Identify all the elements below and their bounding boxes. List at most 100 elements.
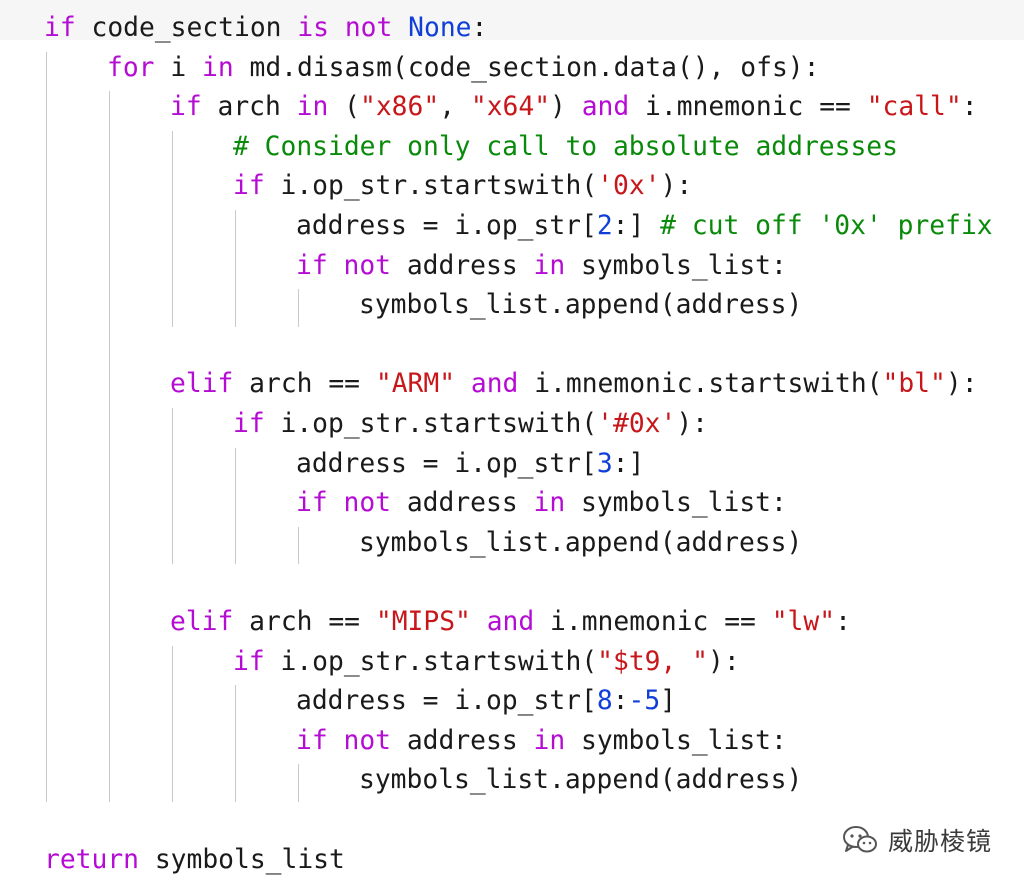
code-line: if code_section is not None: xyxy=(44,8,487,48)
code-token: "x86" xyxy=(360,92,440,123)
indent-guide xyxy=(172,408,173,565)
indent-guide xyxy=(46,51,47,802)
code-token: symbols_list.append(address) xyxy=(359,527,803,558)
code-line: for i in md.disasm(code_section.data(), … xyxy=(107,48,819,88)
code-token: is not xyxy=(297,13,393,43)
code-token: "x64" xyxy=(470,92,551,123)
code-token: arch xyxy=(233,607,329,637)
code-token: "$t9, " xyxy=(597,646,708,677)
code-token: == xyxy=(724,607,756,637)
code-token: address = i.op_str[ xyxy=(296,211,597,241)
code-token: ): xyxy=(660,171,693,202)
code-token: i.op_str.startswith( xyxy=(264,409,598,439)
code-token xyxy=(471,607,487,637)
code-token: ] xyxy=(660,686,677,717)
code-token: '0x' xyxy=(597,171,661,202)
indent-guide xyxy=(109,91,110,802)
code-token: ): xyxy=(945,369,978,400)
code-token: 8 xyxy=(596,686,613,717)
watermark-text: 威胁棱镜 xyxy=(888,827,993,856)
code-token: symbols_list: xyxy=(565,250,787,281)
code-token: address xyxy=(391,250,534,281)
code-token: 2 xyxy=(596,211,613,241)
code-token: and xyxy=(581,92,630,123)
code-token: symbols_list xyxy=(139,844,345,875)
indent-guide xyxy=(235,210,236,327)
code-token: if xyxy=(44,13,76,43)
code-token: arch xyxy=(201,92,297,123)
code-token: ): xyxy=(707,646,740,677)
code-token: i.mnemonic xyxy=(534,607,725,637)
code-token: "bl" xyxy=(882,369,946,400)
code-line: elif arch == "ARM" and i.mnemonic.starts… xyxy=(170,364,978,404)
code-token: for xyxy=(107,52,155,83)
indent-guide xyxy=(172,130,173,327)
code-token: symbols_list: xyxy=(565,488,787,519)
indent-guide xyxy=(172,645,173,802)
code-token: elif xyxy=(170,369,234,400)
code-token: "call" xyxy=(866,92,962,123)
wechat-icon xyxy=(843,826,877,853)
code-token: and xyxy=(486,607,535,637)
code-token: i.mnemonic.startswith( xyxy=(518,369,883,400)
code-token: :] xyxy=(612,211,661,241)
code-line: if not address in symbols_list: xyxy=(296,721,787,761)
code-token: == xyxy=(328,607,361,637)
code-token: address xyxy=(391,488,534,519)
code-token: if not xyxy=(296,488,391,519)
code-token: symbols_list: xyxy=(565,725,787,756)
code-token xyxy=(360,369,376,399)
code-token: == xyxy=(819,92,851,123)
code-token: None xyxy=(408,13,472,43)
code-line: elif arch == "MIPS" and i.mnemonic == "l… xyxy=(170,602,851,642)
code-line: if not address in symbols_list: xyxy=(296,483,787,523)
code-token: if xyxy=(233,171,265,202)
code-token xyxy=(851,92,867,122)
code-token xyxy=(360,607,376,637)
code-token: ( xyxy=(328,92,361,123)
code-token: if not xyxy=(296,250,391,281)
editor-top-strip xyxy=(0,0,1024,40)
code-token: address = i.op_str[ xyxy=(296,686,597,717)
code-token: i.op_str.startswith( xyxy=(264,646,598,677)
code-token: : xyxy=(961,92,978,123)
code-line: if i.op_str.startswith('#0x'): xyxy=(233,404,708,444)
indent-guide xyxy=(235,447,236,565)
code-line: if i.op_str.startswith("$t9, "): xyxy=(233,642,740,682)
code-token: if xyxy=(170,92,202,123)
code-line: if i.op_str.startswith('0x'): xyxy=(233,166,692,206)
code-token: i.op_str.startswith( xyxy=(264,171,598,202)
code-token xyxy=(455,369,471,399)
watermark: 威胁棱镜 xyxy=(842,818,992,862)
code-line: symbols_list.append(address) xyxy=(359,285,802,325)
code-token: == xyxy=(328,369,361,400)
code-token: if xyxy=(233,409,265,439)
code-token: ): xyxy=(676,409,708,439)
code-token: code_section xyxy=(75,13,298,43)
code-token: symbols_list.append(address) xyxy=(359,765,803,796)
code-line: # Consider only call to absolute address… xyxy=(233,127,898,167)
code-token: and xyxy=(470,369,519,400)
code-token: in xyxy=(533,488,566,519)
indent-guide xyxy=(298,289,299,327)
code-token: elif xyxy=(170,607,234,637)
code-token: in xyxy=(533,725,566,756)
code-token: symbols_list.append(address) xyxy=(359,290,803,321)
code-token: # cut off '0x' prefix xyxy=(660,211,993,241)
code-token: ) xyxy=(550,92,582,123)
code-token: in xyxy=(202,52,234,83)
code-token xyxy=(392,13,408,43)
code-token: : xyxy=(612,686,629,717)
code-token: : xyxy=(471,13,488,43)
indent-guide xyxy=(235,685,236,802)
code-token: arch xyxy=(233,369,329,400)
code-token: 3 xyxy=(596,448,613,479)
code-token: "lw" xyxy=(771,607,836,637)
code-token: i xyxy=(154,52,202,83)
code-line: address = i.op_str[2:] # cut off '0x' pr… xyxy=(296,206,993,246)
indent-guide xyxy=(298,526,299,565)
code-token: : xyxy=(835,607,851,637)
code-token: return xyxy=(44,844,139,875)
code-token: address xyxy=(391,725,534,756)
